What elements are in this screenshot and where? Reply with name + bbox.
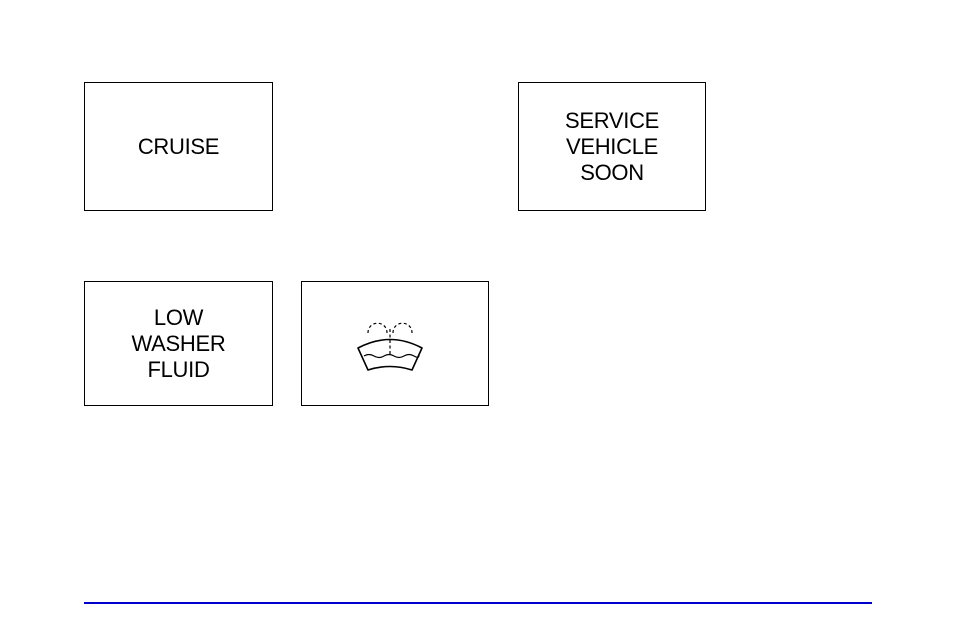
bottom-rule-line: [84, 602, 872, 604]
washer-label-line-3: FLUID: [147, 357, 209, 383]
low-washer-fluid-indicator: LOW WASHER FLUID: [84, 281, 273, 406]
cruise-label: CRUISE: [138, 134, 219, 160]
service-label-line-2: VEHICLE: [566, 134, 658, 160]
washer-label-line-1: LOW: [154, 305, 203, 331]
windshield-washer-fluid-icon: [355, 312, 435, 376]
washer-fluid-symbol-indicator: [301, 281, 489, 406]
washer-label-line-2: WASHER: [132, 331, 226, 357]
service-vehicle-soon-indicator: SERVICE VEHICLE SOON: [518, 82, 706, 211]
service-label-line-3: SOON: [580, 160, 644, 186]
cruise-indicator: CRUISE: [84, 82, 273, 211]
service-label-line-1: SERVICE: [565, 108, 659, 134]
